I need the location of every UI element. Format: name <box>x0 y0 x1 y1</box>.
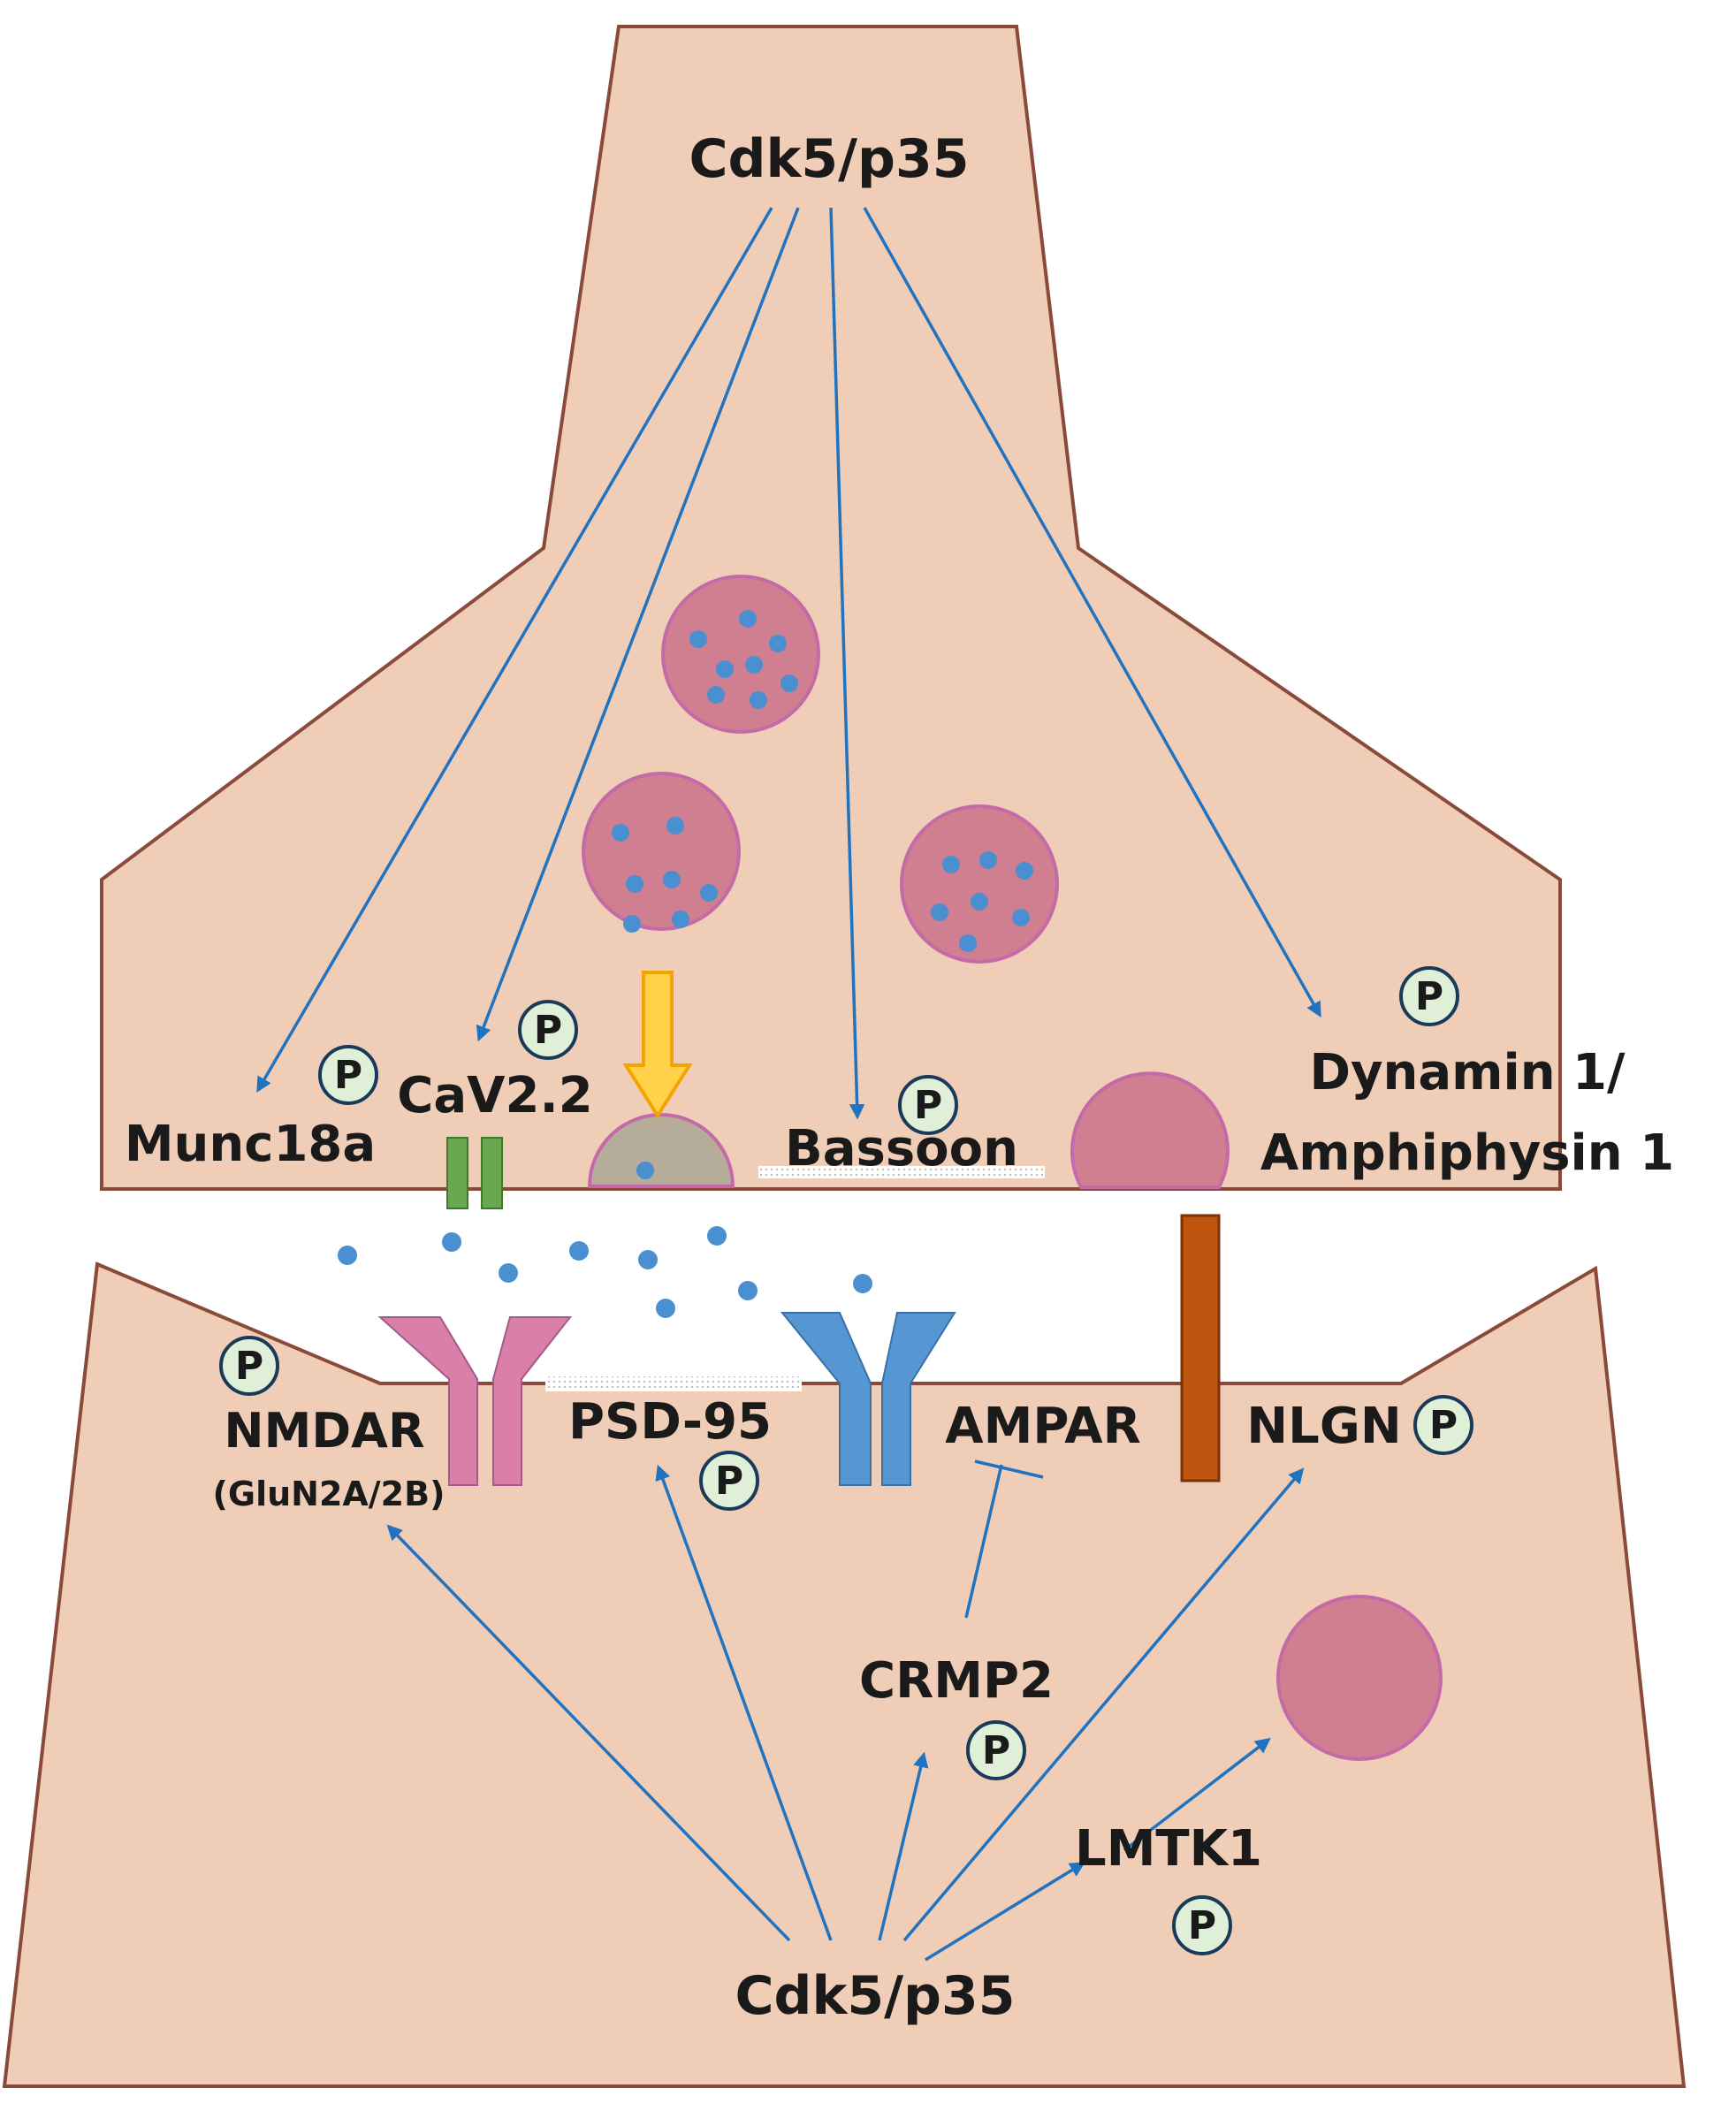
synaptic-vesicle <box>661 575 820 734</box>
crmp2-label: CRMP2 <box>859 1652 1054 1710</box>
neurotransmitter-dot <box>636 1162 654 1179</box>
phospho-symbol: P <box>1188 1903 1216 1948</box>
phospho-symbol: P <box>235 1344 263 1389</box>
dynamin-label-line2: Amphiphysin 1 <box>1260 1124 1674 1182</box>
arrow-to-munc18a <box>256 207 773 1094</box>
phospho-symbol: P <box>914 1083 942 1128</box>
phospho-symbol: P <box>534 1008 562 1053</box>
arrow-to-crmp2 <box>878 1751 929 1941</box>
neurotransmitters <box>338 1226 872 1318</box>
ampar-label: AMPAR <box>945 1398 1140 1455</box>
psd-patch <box>545 1376 802 1391</box>
inhibition-bar <box>974 1459 1044 1479</box>
cav22-channel <box>446 1137 468 1209</box>
presynaptic-terminal <box>100 25 1562 1191</box>
nlgn-label: NLGN <box>1246 1398 1401 1455</box>
phospho-symbol: P <box>1429 1403 1458 1448</box>
nmdar-receptor <box>377 1316 573 1486</box>
cav22-channel <box>481 1137 503 1209</box>
dynamin-label-line1: Dynamin 1/ <box>1310 1044 1626 1101</box>
phospho-badge-nlgn: P <box>1413 1395 1473 1455</box>
phospho-symbol: P <box>715 1459 743 1504</box>
phospho-symbol: P <box>1415 974 1443 1019</box>
cdk5-p35-bottom-label: Cdk5/p35 <box>735 1965 1016 2027</box>
ampar-receptor <box>780 1312 956 1486</box>
bassoon-label: Bassoon <box>785 1120 1018 1177</box>
arrow-to-bassoon <box>829 207 865 1120</box>
phospho-badge-crmp2: P <box>966 1720 1026 1780</box>
arrow-to-nlgn <box>902 1467 1305 1942</box>
phospho-badge-lmtk1: P <box>1172 1895 1232 1955</box>
phospho-badge-psd95: P <box>699 1451 759 1511</box>
phospho-symbol: P <box>982 1728 1010 1773</box>
psd95-label: PSD-95 <box>568 1393 772 1451</box>
phospho-badges: P P P P P P P P P <box>219 966 1473 1955</box>
cav22-label: CaV2.2 <box>397 1067 592 1124</box>
phospho-badge-munc18a: P <box>318 1045 378 1105</box>
phospho-badge-nmdar: P <box>219 1336 279 1396</box>
crmp2-inhibits-ampar <box>964 1464 1003 1619</box>
arrow-to-psd95 <box>655 1464 833 1941</box>
phospho-badge-dynamin: P <box>1399 966 1459 1026</box>
active-zone-patch <box>758 1166 1045 1178</box>
arrow-to-dynamin <box>863 207 1321 1018</box>
phospho-badge-cav22: P <box>518 1000 578 1060</box>
nlgn-bar <box>1180 1214 1221 1482</box>
postsynaptic-arrows <box>386 1459 1305 1962</box>
fusing-vesicle <box>587 1113 735 1188</box>
cdk5-p35-top-label: Cdk5/p35 <box>689 128 970 190</box>
synaptic-vesicle <box>582 772 741 933</box>
nmdar-subunit-label: (GluN2A/2B) <box>213 1475 445 1513</box>
arrow-to-cav22 <box>476 207 800 1042</box>
exocytosis-arrow <box>622 971 693 1119</box>
nmdar-label: NMDAR <box>224 1403 424 1459</box>
lmtk1-label: LMTK1 <box>1075 1820 1262 1878</box>
presynaptic-arrows <box>256 207 1321 1120</box>
arrow-to-postsynaptic-vesicle <box>1123 1737 1271 1852</box>
phospho-symbol: P <box>334 1053 362 1098</box>
phospho-badge-bassoon: P <box>898 1075 958 1135</box>
arrow-to-lmtk1 <box>925 1862 1085 1962</box>
munc18a-label: Munc18a <box>125 1116 376 1173</box>
arrow-to-nmdar <box>386 1524 791 1942</box>
postsynaptic-vesicle <box>1276 1595 1443 1761</box>
endocytic-vesicle <box>1070 1071 1230 1189</box>
postsynaptic-terminal <box>2 1261 1687 2088</box>
synaptic-vesicle <box>900 804 1059 964</box>
